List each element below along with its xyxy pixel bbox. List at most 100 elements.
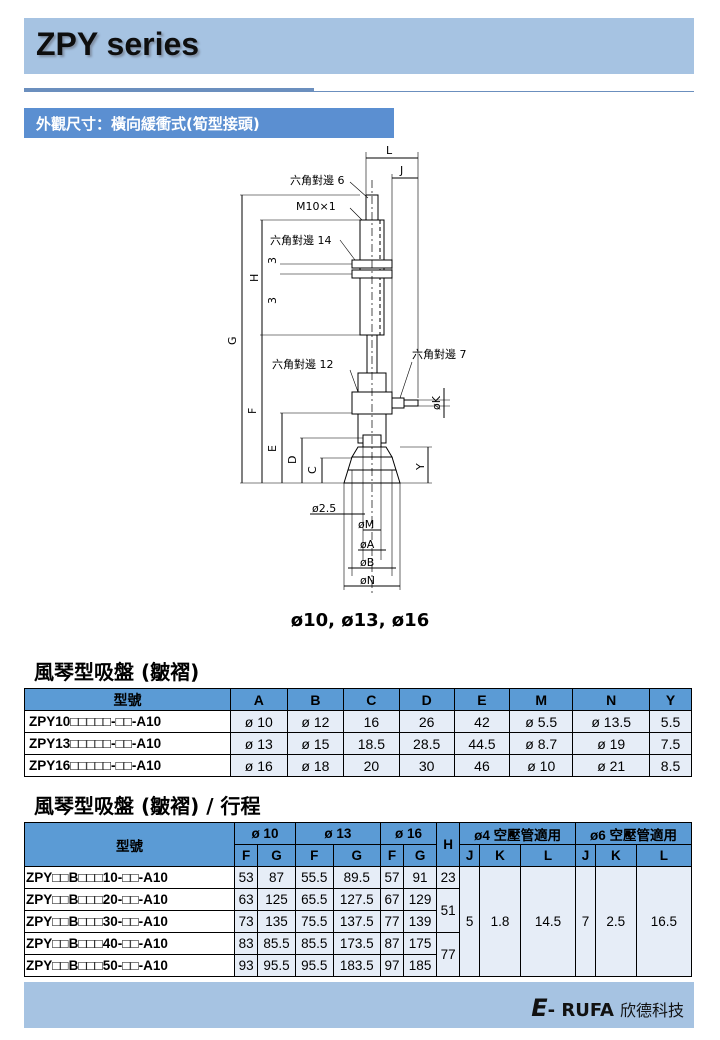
table-cell: 57 [379,866,405,889]
table-header: E [453,688,511,711]
table-header: C [343,688,400,711]
table-row: ZPY13□□□□□-□□-A10 ø 13 ø 15 18.5 28.5 44… [24,732,692,755]
table-cell: 127.5 [332,888,381,911]
table-header: L [519,844,577,867]
table-row: ZPY10□□□□□-□□-A10 ø 10 ø 12 16 26 42 ø 5… [24,710,692,733]
table-cell: 2.5 [594,866,637,977]
technical-drawing: L J 六角對邊 6 M10×1 六角對邊 14 六角對邊 12 六角對邊 7 … [226,144,467,595]
dimension-table: 型號 A B C D E M N Y ZPY10□□□□□-□□-A10 ø 1… [24,688,692,777]
table-cell: 137.5 [332,910,381,933]
table1-title: 風琴型吸盤 (皺褶) [34,660,200,684]
table-cell: 87 [379,932,405,955]
label-h: H [248,274,261,282]
label-y: Y [414,463,427,471]
table-row: ZPY16□□□□□-□□-A10 ø 16 ø 18 20 30 46 ø 1… [24,754,692,777]
label-d: D [286,456,299,464]
table-cell: ø 8.7 [509,732,574,755]
table-cell: 5 [459,866,480,977]
label-d25: ø2.5 [312,502,336,515]
table-header: M [509,688,574,711]
table-cell: 125 [257,888,296,911]
table-cell: 83 [233,932,259,955]
table-cell: ZPY□□B□□□10-□□-A10 [24,866,235,889]
table-cell: 26 [398,710,455,733]
label-c: C [306,466,319,474]
table-cell: 173.5 [332,932,381,955]
table-header: ø 13 [294,822,381,845]
stroke-table: 型號 ø 10 ø 13 ø 16 H ø4 空壓管適用 ø6 空壓管適用 F … [24,822,693,977]
logo-rufa: - RUFA [547,1000,614,1021]
label-f: F [246,408,259,414]
table-header: G [403,844,437,867]
table-header: G [257,844,296,867]
table-cell: 16.5 [635,866,693,977]
table-cell: 183.5 [332,954,381,977]
table-cell: 7.5 [649,732,692,755]
table-header: ø 10 [234,822,296,845]
table-cell: 135 [257,910,296,933]
table-cell: ZPY13□□□□□-□□-A10 [24,732,231,755]
table-cell: 1.8 [478,866,521,977]
label-m10: M10×1 [296,200,336,213]
section-label: 外觀尺寸：橫向緩衝式(筍型接頭) [24,108,394,138]
table-cell: 95.5 [257,954,296,977]
table-cell: ZPY□□B□□□20-□□-A10 [24,888,235,911]
table-cell: 97 [379,954,405,977]
table-header: 型號 [24,822,235,867]
table-cell: 51 [435,888,461,933]
label-j: J [399,164,403,177]
page-title: ZPY series [36,26,200,62]
table-header: G [332,844,381,867]
label-m: øM [358,518,374,531]
table-cell: 30 [398,754,455,777]
label-hex14: 六角對邊 14 [270,233,332,247]
label-n: øN [360,574,375,587]
table-cell: 129 [403,888,437,911]
label-three-1: 3 [266,257,279,264]
label-l: L [386,144,393,157]
table-header: 型號 [24,688,231,711]
table-header: B [286,688,345,711]
label-hex7: 六角對邊 7 [412,347,467,361]
table-cell: 93 [233,954,259,977]
table-cell: 7 [575,866,596,977]
table-row: ZPY□□B□□□10-□□-A10 53 87 55.5 89.5 57 91… [24,866,693,977]
table-cell: 89.5 [332,866,381,889]
table-cell: 73 [233,910,259,933]
label-g: G [226,336,239,345]
table-header: N [572,688,651,711]
table-cell: 75.5 [294,910,334,933]
table-cell: 53 [233,866,259,889]
table-cell: 16 [343,710,400,733]
label-e: E [266,445,279,452]
table-cell: 77 [435,932,461,977]
table-row: ZPY□□B□□□30-□□-A10 73 135 75.5 137.5 77 … [24,910,692,933]
table-cell: 85.5 [294,932,334,955]
label-a: øA [360,538,375,551]
table-row: ZPY□□B□□□20-□□-A10 63 125 65.5 127.5 67 … [24,888,692,933]
label-k: øK [430,395,443,410]
table-header: F [294,844,334,867]
table-cell: ø 10 [230,710,288,733]
table-cell: 44.5 [453,732,511,755]
table-cell: ø 18 [286,754,345,777]
label-hex12: 六角對邊 12 [272,357,334,371]
table-cell: ø 12 [286,710,345,733]
table-cell: 85.5 [257,932,296,955]
table-cell: ø 16 [230,754,288,777]
table-cell: 65.5 [294,888,334,911]
table-cell: 87 [257,866,296,889]
table-header: D [398,688,455,711]
table-cell: 55.5 [294,866,334,889]
table-cell: 139 [403,910,437,933]
table-header: A [230,688,288,711]
table-cell: 67 [379,888,405,911]
table-row: ZPY□□B□□□50-□□-A10 93 95.5 95.5 183.5 97… [24,954,692,977]
table-header: Y [649,688,692,711]
table-cell: 46 [453,754,511,777]
table-cell: 14.5 [519,866,577,977]
table-cell: ZPY□□B□□□50-□□-A10 [24,954,235,977]
divider-thick [24,88,314,92]
table-header: K [478,844,521,867]
